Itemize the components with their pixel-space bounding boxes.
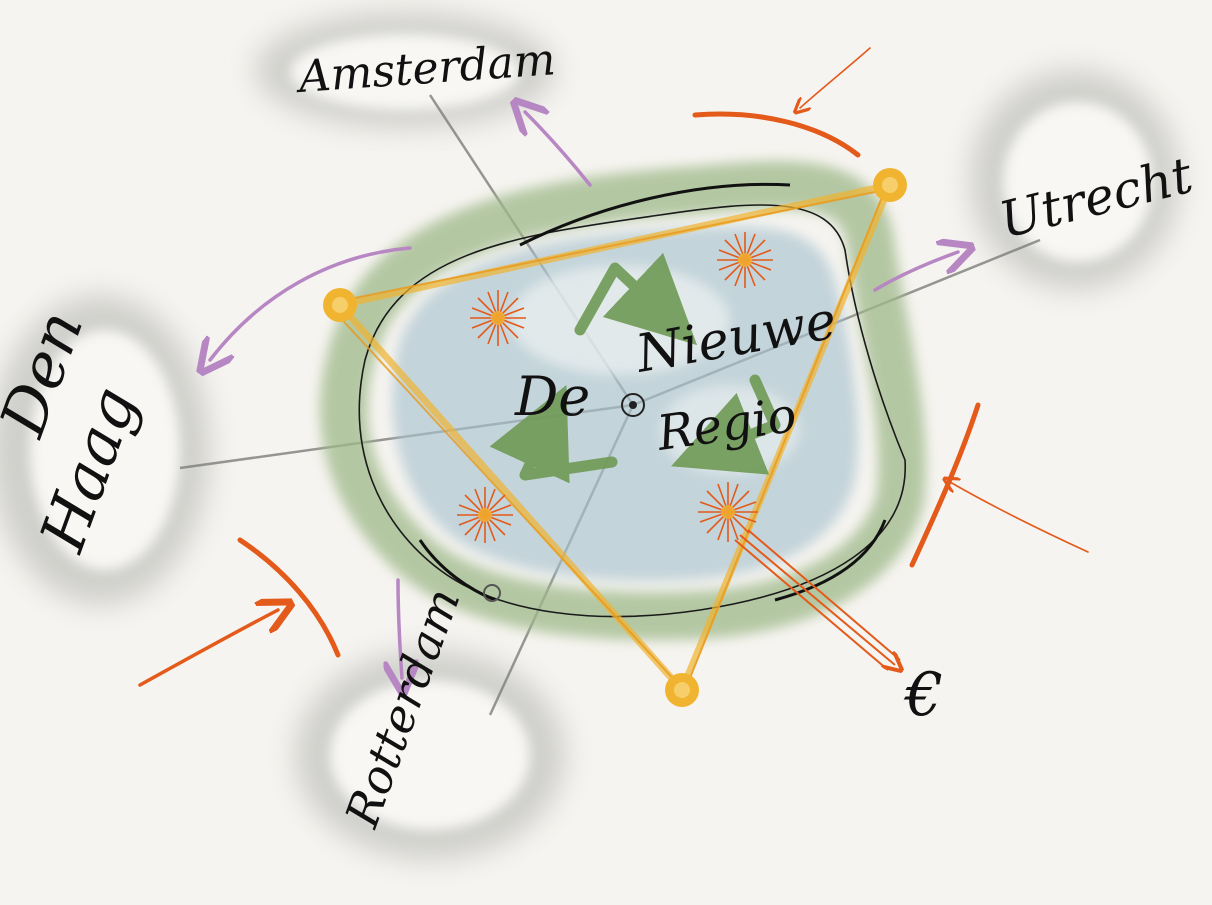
gold-node-south-inner <box>674 682 690 698</box>
gold-node-west-inner <box>332 297 348 313</box>
region-label-de: De <box>514 365 590 428</box>
center-hub-dot <box>629 401 637 409</box>
orange-star-1 <box>470 290 526 346</box>
euro-symbol: € <box>903 660 943 730</box>
orange-star-4 <box>698 482 758 542</box>
gold-node-east-inner <box>882 177 898 193</box>
orange-star-3 <box>457 487 513 543</box>
orange-star-2 <box>717 232 773 288</box>
